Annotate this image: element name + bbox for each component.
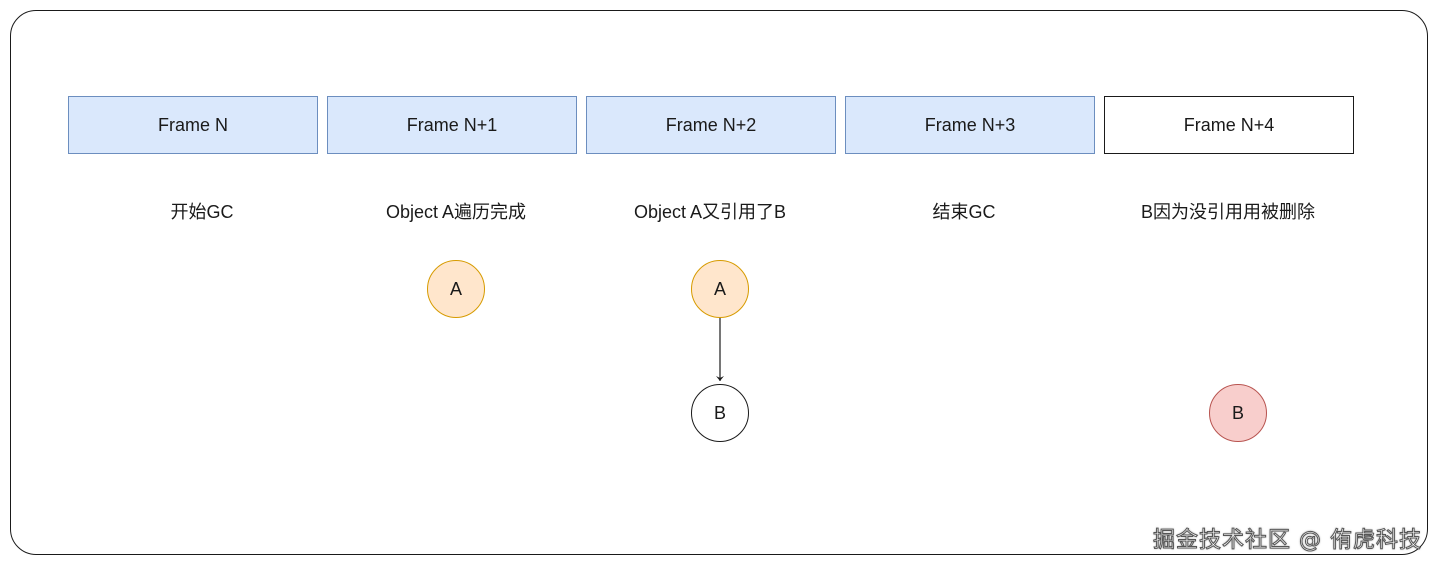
node-a-label: A — [449, 278, 462, 299]
frame-n-plus-4: Frame N+4 — [1104, 96, 1354, 154]
frame-n-plus-3-label: Frame N+3 — [924, 114, 1016, 135]
frame-n-plus-1: Frame N+1 — [327, 96, 577, 154]
node-b-frame-n-plus-2: B — [691, 384, 749, 442]
frame-n-label: Frame N — [157, 114, 228, 135]
node-b-deleted: B — [1209, 384, 1267, 442]
node-b-label: B — [713, 402, 726, 423]
frame-n-plus-2: Frame N+2 — [586, 96, 836, 154]
caption-a-references-b: Object A又引用了B — [633, 202, 787, 222]
frame-n: Frame N — [68, 96, 318, 154]
caption-a-traversed: Object A遍历完成 — [385, 202, 527, 222]
node-a-frame-n-plus-2: A — [691, 260, 749, 318]
node-a-label: A — [713, 278, 726, 299]
node-b-label: B — [1231, 402, 1244, 423]
node-a-frame-n-plus-1: A — [427, 260, 485, 318]
frame-n-plus-2-label: Frame N+2 — [665, 114, 757, 135]
caption-start-gc: 开始GC — [170, 202, 234, 222]
frame-n-plus-1-label: Frame N+1 — [406, 114, 498, 135]
caption-end-gc: 结束GC — [932, 202, 996, 222]
frame-n-plus-3: Frame N+3 — [845, 96, 1095, 154]
caption-b-deleted: B因为没引用用被删除 — [1140, 202, 1315, 222]
frame-n-plus-4-label: Frame N+4 — [1183, 114, 1275, 135]
watermark: 掘金技术社区 @ 侑虎科技 — [1153, 528, 1422, 554]
